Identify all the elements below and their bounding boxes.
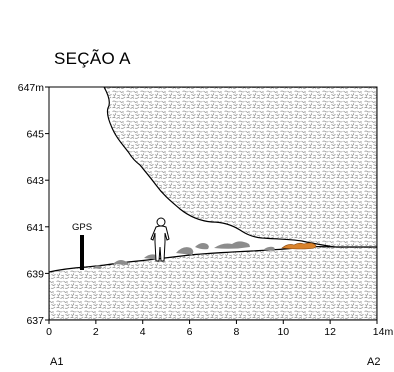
x-tick-label: 4 xyxy=(140,326,146,338)
debris-deposits xyxy=(93,241,275,269)
x-tick-label: 10 xyxy=(277,326,289,338)
x-tick-label: 0 xyxy=(46,326,52,338)
endpoint-a1: A1 xyxy=(50,356,64,368)
x-tick-label: 12 xyxy=(324,326,336,338)
x-tick-label: 8 xyxy=(234,326,240,338)
lower-rock-mass xyxy=(49,245,377,320)
x-axis: 0 2 4 6 8 10 12 14m xyxy=(46,320,393,338)
y-axis: 647m 645 643 641 639 637 xyxy=(18,82,49,327)
y-tick-label: 647m xyxy=(18,82,45,94)
gps-label: GPS xyxy=(72,222,92,233)
y-tick-label: 645 xyxy=(26,129,44,141)
x-tick-label: 6 xyxy=(187,326,193,338)
x-tick-label: 2 xyxy=(93,326,99,338)
y-tick-label: 643 xyxy=(26,175,44,187)
x-tick-label: 14m xyxy=(373,326,394,338)
y-tick-label: 639 xyxy=(26,268,44,280)
y-tick-label: 641 xyxy=(26,222,44,234)
orange-deposit xyxy=(281,242,317,250)
gps-marker xyxy=(80,235,84,270)
plot-frame xyxy=(48,86,378,321)
person-figure xyxy=(150,217,170,262)
y-tick-label: 637 xyxy=(26,315,44,327)
endpoint-a2: A2 xyxy=(367,356,381,368)
section-title: SEÇÃO A xyxy=(54,49,131,68)
upper-rock-mass xyxy=(103,87,377,249)
